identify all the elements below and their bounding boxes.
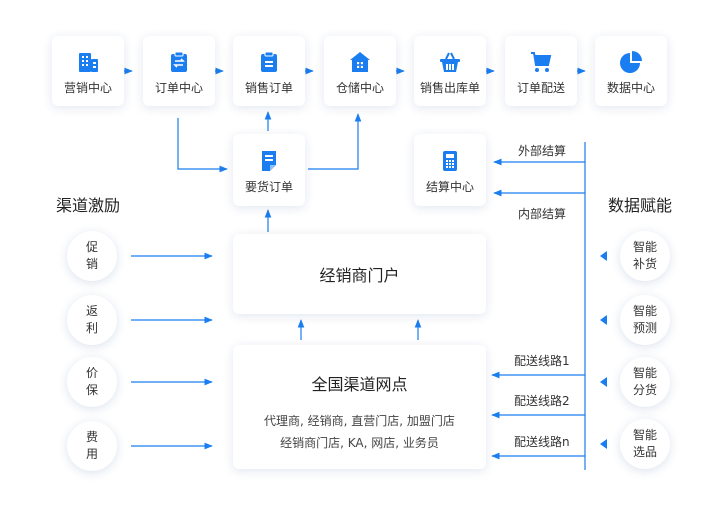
pie-chart-icon [618, 49, 644, 75]
empower-replenish[interactable]: 智能 补货 [620, 231, 670, 281]
requisition-order-card[interactable]: 要货订单 [233, 134, 305, 206]
calculator-icon [437, 148, 463, 174]
incentive-line2: 销 [85, 257, 98, 271]
empower-line2: 选品 [632, 445, 657, 459]
flow-card-delivery[interactable]: 订单配送 [505, 36, 577, 106]
empower-line2: 补货 [632, 257, 657, 271]
flow-card-order-center[interactable]: 订单中心 [143, 36, 215, 106]
empower-line1: 智能 [632, 428, 657, 442]
flow-card-label: 销售订单 [244, 80, 293, 95]
incentive-price-protection[interactable]: 价 保 [67, 357, 117, 407]
flow-card-marketing[interactable]: 营销中心 [52, 36, 124, 106]
order-to-requisition-arrow [177, 118, 228, 173]
cart-icon [528, 49, 554, 75]
channel-incentive-title: 渠道激励 [56, 196, 121, 215]
empower-line1: 智能 [632, 240, 657, 254]
incentive-promotion[interactable]: 促 销 [67, 231, 117, 281]
clipboard-exchange-icon [166, 49, 192, 75]
empower-line1: 智能 [632, 304, 657, 318]
empower-forecast[interactable]: 智能 预测 [620, 295, 670, 345]
channel-network-title: 全国渠道网点 [311, 375, 408, 394]
flow-card-warehouse[interactable]: 仓储中心 [324, 36, 396, 106]
channel-network-box[interactable]: 全国渠道网点 代理商, 经销商, 直营门店, 加盟门店 经销商门店, KA, 网… [233, 345, 486, 469]
requisition-to-warehouse-arrow [308, 113, 362, 170]
document-icon [256, 148, 282, 174]
empower-line2: 预测 [632, 321, 657, 335]
data-empowerment-title: 数据赋能 [608, 196, 673, 215]
clipboard-icon [256, 49, 282, 75]
empower-line1: 智能 [632, 366, 657, 380]
incentive-line2: 用 [85, 447, 98, 461]
basket-icon [437, 49, 463, 75]
flow-card-label: 订单中心 [154, 80, 203, 95]
flow-card-label: 订单配送 [516, 80, 565, 95]
settlement-center-card[interactable]: 结算中心 [414, 134, 486, 206]
empower-allocation[interactable]: 智能 分货 [620, 357, 670, 407]
incentive-line2: 利 [85, 321, 98, 335]
channel-network-line2: 经销商门店, KA, 网店, 业务员 [280, 436, 439, 450]
empower-pointer-2 [600, 315, 607, 325]
empower-pointer-3 [600, 377, 607, 387]
empower-selection[interactable]: 智能 选品 [620, 419, 670, 469]
internal-settlement-label: 内部结算 [518, 207, 567, 221]
external-settlement-label: 外部结算 [518, 144, 567, 158]
flow-card-sales-order[interactable]: 销售订单 [233, 36, 305, 106]
incentive-line2: 保 [85, 383, 98, 397]
empower-pointer-1 [600, 251, 607, 261]
empower-line2: 分货 [632, 383, 657, 397]
incentive-line1: 促 [85, 240, 98, 254]
incentive-line1: 价 [85, 366, 98, 380]
flow-card-outbound[interactable]: 销售出库单 [414, 36, 486, 106]
flow-card-label: 数据中心 [606, 80, 655, 95]
settlement-center-label: 结算中心 [425, 179, 474, 194]
flow-card-label: 仓储中心 [335, 80, 384, 95]
dealer-portal-title: 经销商门户 [319, 266, 400, 285]
empower-pointer-4 [600, 439, 607, 449]
route1-label: 配送线路1 [514, 354, 570, 368]
incentive-rebate[interactable]: 返 利 [67, 295, 117, 345]
flow-card-data-center[interactable]: 数据中心 [595, 36, 667, 106]
incentive-expense[interactable]: 费 用 [67, 421, 117, 471]
flow-card-label: 营销中心 [63, 80, 112, 95]
routen-label: 配送线路n [514, 435, 570, 449]
building-icon [75, 49, 101, 75]
incentive-line1: 返 [85, 304, 98, 318]
channel-network-line1: 代理商, 经销商, 直营门店, 加盟门店 [264, 414, 455, 428]
dealer-portal-box[interactable]: 经销商门户 [233, 234, 486, 314]
warehouse-icon [347, 49, 373, 75]
route2-label: 配送线路2 [514, 394, 570, 408]
incentive-line1: 费 [85, 430, 98, 444]
flow-card-label: 销售出库单 [419, 80, 480, 95]
requisition-order-label: 要货订单 [244, 179, 293, 194]
